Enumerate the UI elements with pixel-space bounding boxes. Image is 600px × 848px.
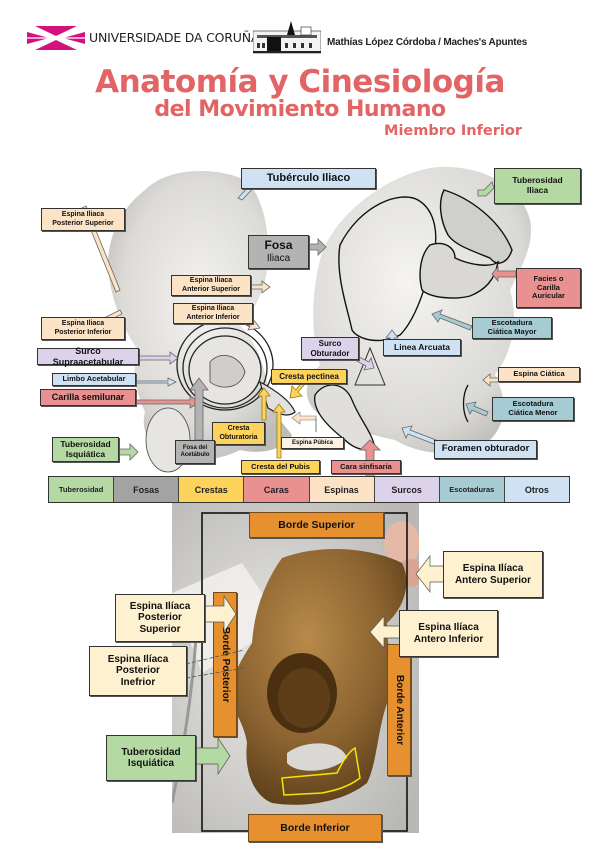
legend-item-crestas: Crestas: [179, 477, 245, 502]
label-borde-anterior: Borde Anterior: [387, 644, 411, 776]
label-escotadura-ciatica-menor: Escotadura Ciática Menor: [492, 397, 574, 421]
color-legend: Tuberosidad Fosas Crestas Caras Espinas …: [48, 476, 570, 503]
label-borde-inferior: Borde Inferior: [248, 814, 382, 842]
label-facies-auricular: Facies o Carilla Auricular: [516, 268, 581, 308]
label-tuberosidad-iliaca: Tuberosidad Iliaca: [494, 168, 581, 204]
legend-item-espinas: Espinas: [309, 477, 375, 502]
label-cresta-pubis: Cresta del Pubis: [241, 460, 320, 474]
page-title-line2: del Movimiento Humano: [154, 97, 446, 122]
label-espina-iliaca-antero-inferior-photo: Espina Ilíaca Antero Inferior: [399, 610, 498, 657]
udc-logo-icon: [27, 26, 85, 50]
label-borde-superior: Borde Superior: [249, 512, 384, 538]
fosa-title: Fosa: [264, 238, 293, 253]
label-escotadura-ciatica-mayor: Escotadura Ciática Mayor: [472, 317, 552, 339]
label-tuberculo-iliaco: Tubérculo Iliaco: [241, 168, 376, 189]
label-foramen-obturador: Foramen obturador: [434, 440, 537, 459]
fosa-subtitle: Iliaca: [266, 253, 291, 265]
legend-item-surcos: Surcos: [374, 477, 440, 502]
author-credit: Mathías López Córdoba / Maches's Apuntes: [327, 37, 528, 48]
legend-item-escotaduras: Escotaduras: [439, 477, 505, 502]
highlight-outline-ischiopubic: [281, 746, 361, 796]
label-espina-iliaca-anterior-superior: Espina Iliaca Anterior Superior: [171, 275, 251, 296]
label-espina-iliaca-posterior-inferior: Espina Iliaca Posterior Inferior: [41, 317, 125, 340]
university-name: UNIVERSIDADE DA CORUÑA: [89, 30, 260, 45]
photo-label-arrows: [185, 554, 445, 776]
label-tuberosidad-isquiatica: Tuberosidad Isquiática: [52, 437, 119, 462]
page-subtitle: Miembro Inferior: [384, 123, 522, 139]
label-espina-ciatica: Espina Ciática: [498, 367, 580, 382]
label-surco-supraacetabular: Surco Supraacetabular: [37, 346, 139, 367]
label-espina-iliaca-antero-superior-photo: Espina Ilíaca Antero Superior: [443, 551, 543, 598]
faculty-building-icon: [253, 21, 321, 54]
label-cresta-pectinea: Cresta pectinea: [271, 369, 347, 384]
page-title: Anatomía y Cinesiología: [95, 64, 505, 100]
legend-item-otros: Otros: [504, 477, 569, 502]
label-cara-sinfisaria: Cara sinfisaria: [331, 460, 401, 474]
label-limbo-acetabular: Limbo Acetabular: [52, 373, 136, 386]
legend-item-caras: Caras: [244, 477, 310, 502]
label-linea-arcuata: Linea Arcuata: [383, 339, 461, 356]
label-fosa-acetabulo: Fosa del Acetábulo: [175, 440, 215, 464]
label-fosa-iliaca: Fosa Iliaca: [248, 235, 309, 269]
label-espina-iliaca-posterior-inferior-photo: Espina Ilíaca Posterior Inefrior: [89, 646, 187, 696]
label-espina-iliaca-posterior-superior-photo: Espina Ilíaca Posterior Superior: [115, 594, 205, 642]
label-carilla-semilunar: Carilla semilunar: [40, 389, 136, 406]
legend-item-fosas: Fosas: [114, 477, 180, 502]
label-tuberosidad-isquiatica-photo: Tuberosidad Isquiática: [106, 735, 196, 781]
label-espina-pubica: Espina Púbica: [281, 437, 344, 449]
label-cresta-obturatoria: Cresta Obturatoria: [212, 422, 265, 445]
legend-item-tuberosidad: Tuberosidad: [49, 477, 115, 502]
label-espina-iliaca-posterior-superior: Espina Iliaca Posterior Superior: [41, 208, 125, 231]
label-espina-iliaca-anterior-inferior: Espina Iliaca Anterior Inferior: [173, 303, 253, 324]
label-surco-obturador: Surco Obturador: [301, 337, 359, 360]
